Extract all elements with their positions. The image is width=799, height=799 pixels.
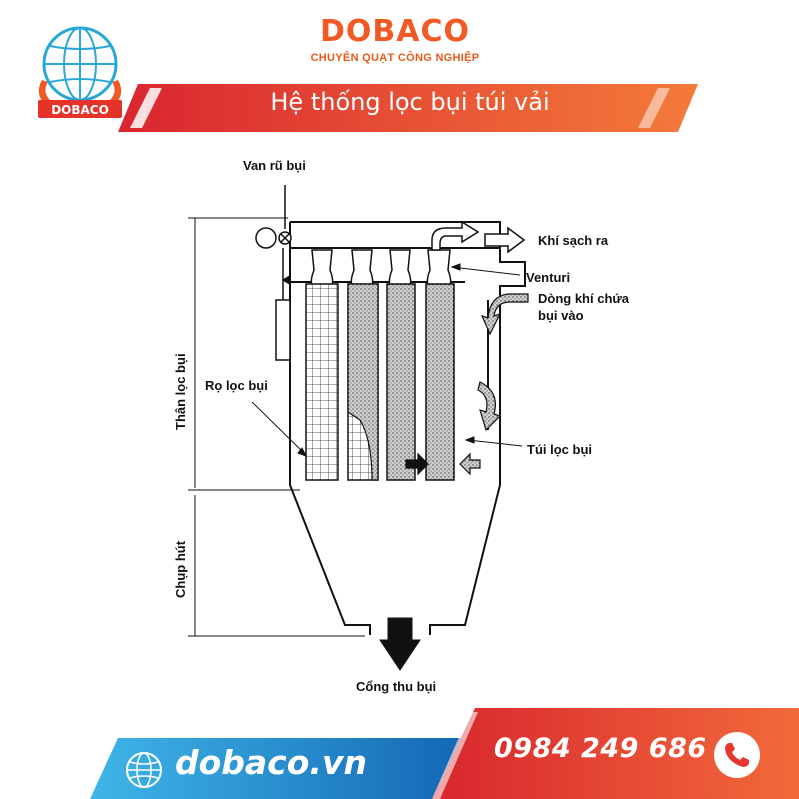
dimension-lines (188, 217, 365, 637)
label-venturi: Venturi (526, 270, 570, 285)
label-ro-loc-bui: Rọ lọc bụi (205, 378, 268, 393)
label-khi-sach-ra: Khí sạch ra (538, 233, 609, 248)
brand-subtitle: CHUYÊN QUẠT CÔNG NGHIỆP (310, 52, 480, 64)
phone-icon[interactable] (712, 730, 762, 780)
filter-bag (386, 283, 416, 481)
label-chup-hut: Chụp hút (173, 540, 188, 598)
filter-bag-partial (347, 283, 379, 481)
footer-bar (90, 708, 799, 799)
bag-filter-diagram: Van rũ bụi Khí sạch ra Venturi Dòng khí … (173, 158, 630, 694)
title-banner (118, 84, 698, 132)
globe-icon (126, 752, 162, 788)
label-van-ru-bui: Van rũ bụi (243, 158, 306, 173)
logo-text: DOBACO (51, 103, 109, 117)
website-link[interactable]: dobaco.vn (175, 743, 367, 782)
label-dong-khi-1: Dòng khí chứa (538, 291, 630, 306)
phone-number[interactable]: 0984 249 686 (494, 733, 707, 764)
filter-bag (425, 283, 455, 481)
label-dong-khi-2: bụi vào (538, 308, 584, 323)
dust-outlet-arrow (379, 617, 421, 671)
pulse-valve (255, 185, 292, 361)
label-tui-loc-bui: Túi lọc bụi (527, 442, 592, 457)
label-than-loc-bui: Thân lọc bụi (173, 353, 188, 430)
filter-cage (305, 283, 339, 481)
dusty-air-arrows (405, 293, 529, 476)
venturi-tops (310, 249, 452, 287)
page-title: Hệ thống lọc bụi túi vải (270, 88, 550, 116)
brand-title: DOBACO (319, 14, 470, 49)
dobaco-logo: DOBACO (38, 26, 122, 118)
leader-lines (251, 263, 523, 457)
label-cong-thu-bui: Cổng thu bụi (356, 679, 436, 694)
clean-air-duct (431, 220, 526, 254)
